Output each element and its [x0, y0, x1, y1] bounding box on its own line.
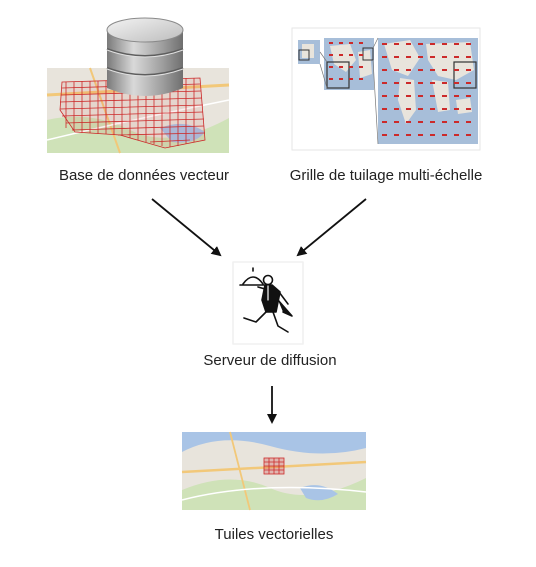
map-road	[89, 67, 121, 154]
highlighted-vector-tile	[263, 457, 285, 475]
database-cylinder-icon	[106, 17, 184, 96]
red-tile-grid	[59, 77, 206, 149]
multiscale-grid-image	[291, 27, 481, 151]
arrow-database-to-server	[151, 198, 222, 257]
waiter-server-icon	[232, 261, 304, 345]
tiles-label: Tuiles vectorielles	[214, 526, 334, 543]
tile-index-labels	[382, 43, 471, 136]
vector-tiles-map-image	[181, 431, 367, 511]
grid-label: Grille de tuilage multi-échelle	[289, 167, 483, 184]
arrow-grid-to-server	[296, 198, 367, 257]
server-label: Serveur de diffusion	[203, 352, 337, 369]
database-label: Base de données vecteur	[58, 167, 230, 184]
